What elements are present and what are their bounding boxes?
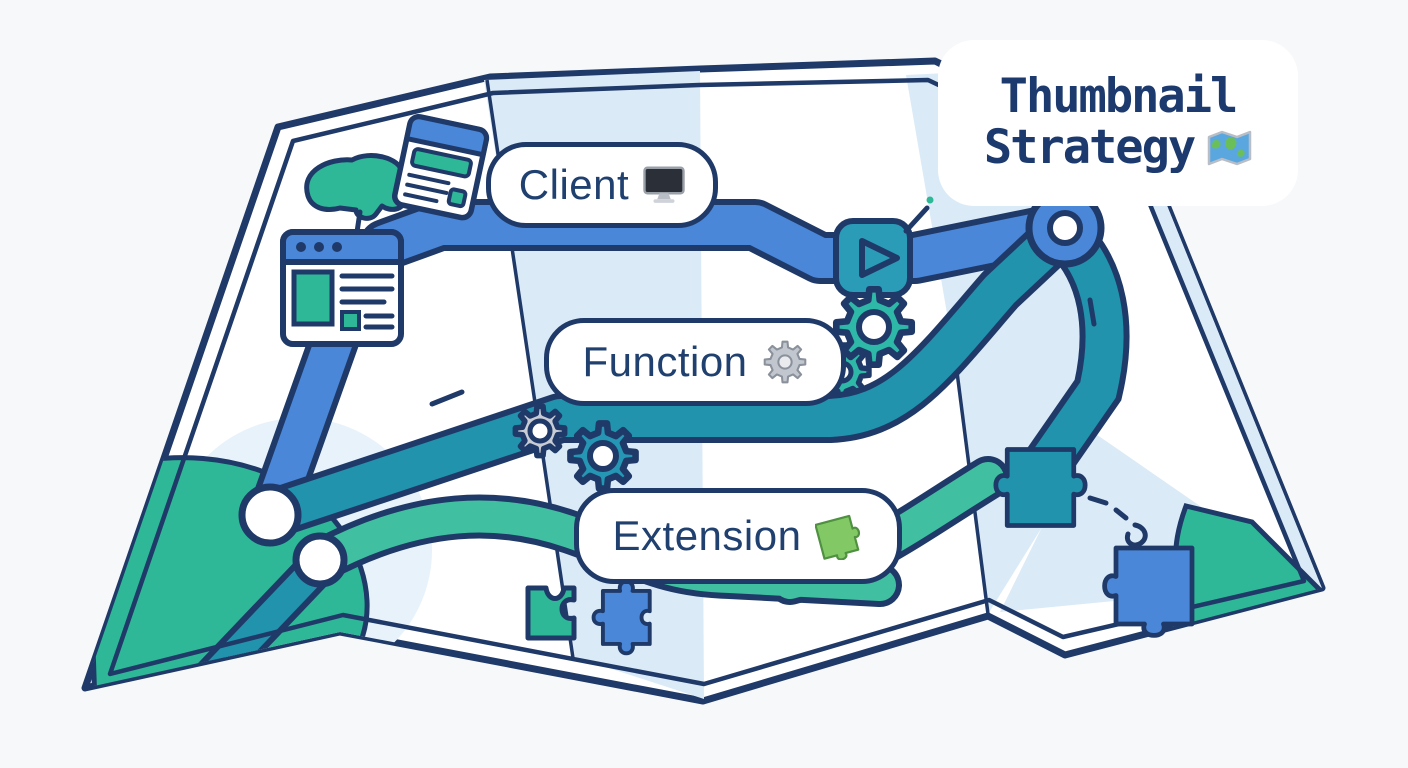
puzzle-piece-teal-bottom: [525, 585, 577, 641]
puzzle-piece-blue-right: [1105, 548, 1192, 635]
page-title-line2-text: Strategy: [983, 120, 1196, 175]
start-node-1: [238, 483, 302, 547]
desktop-computer-icon: [643, 166, 685, 203]
puzzle-piece-teal-route: [996, 450, 1085, 526]
gear-icon-gray: [515, 406, 564, 455]
label-client-text: Client: [518, 161, 630, 208]
label-function: Function: [544, 318, 846, 406]
puzzle-piece-icon: [815, 514, 861, 560]
cursor-blob: [304, 153, 407, 221]
label-extension: Extension: [574, 488, 902, 584]
gear-icon-large: [836, 289, 911, 364]
function-road: [247, 207, 1087, 539]
label-client: Client: [486, 142, 718, 228]
page-title-line2: Strategy: [983, 120, 1252, 175]
client-road: [359, 199, 1088, 284]
road-center-dashes: [429, 297, 1097, 407]
start-node-2: [292, 532, 348, 588]
gear-icon: [763, 340, 806, 384]
browser-card-icon: [391, 113, 490, 221]
label-extension-text: Extension: [612, 512, 802, 559]
gear-icon-blue: [570, 423, 635, 488]
label-function-text: Function: [582, 338, 748, 385]
title-card: Thumbnail Strategy: [938, 40, 1298, 206]
play-button-icon: [833, 196, 934, 298]
world-map-icon: [1207, 131, 1252, 166]
page-title-line1: Thumbnail: [999, 69, 1239, 125]
puzzle-piece-blue-bottom: [591, 579, 652, 656]
dashed-route: [1087, 495, 1148, 548]
browser-window-icon: [280, 209, 404, 347]
